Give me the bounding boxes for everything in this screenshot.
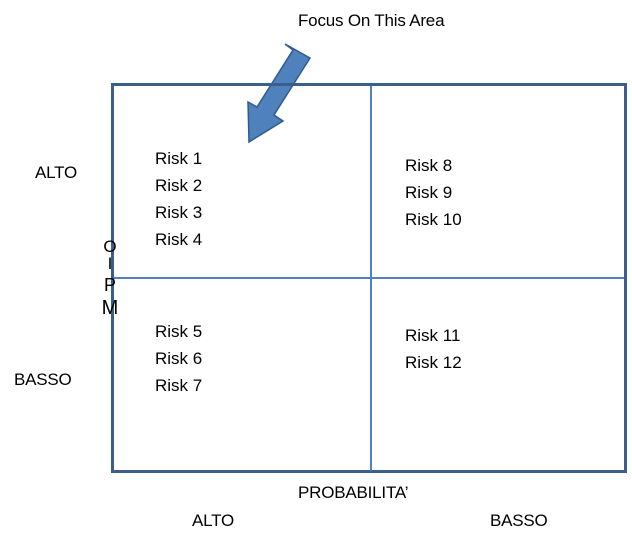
risk-item: Risk 4 (155, 230, 203, 249)
risk-item: Risk 9 (405, 183, 453, 202)
risk-item: Risk 7 (155, 376, 203, 395)
impact-letter: M (101, 297, 119, 319)
risk-item: Risk 8 (405, 156, 453, 175)
focus-label: Focus On This Area (298, 11, 445, 30)
risk-item: Risk 6 (155, 349, 203, 368)
risk-item: Risk 1 (155, 149, 203, 168)
risk-item: Risk 5 (155, 322, 203, 341)
matrix-horizontal-divider (114, 277, 624, 279)
quadrant-low-impact-low-probability: Risk 11 Risk 12 (405, 322, 462, 376)
probability-low-label: BASSO (490, 511, 548, 530)
focus-arrow-icon (247, 43, 312, 144)
impact-letter: P (103, 275, 116, 295)
risk-item: Risk 2 (155, 176, 203, 195)
probability-axis-title: PROBABILITA’ (298, 483, 409, 502)
impact-low-label: BASSO (14, 370, 72, 389)
risk-item: Risk 12 (405, 353, 462, 372)
quadrant-high-impact-high-probability: Risk 1 Risk 2 Risk 3 Risk 4 (155, 145, 202, 253)
impact-letter: I (107, 254, 113, 273)
risk-item: Risk 3 (155, 203, 203, 222)
risk-item: Risk 11 (405, 326, 461, 345)
impact-letter: O (103, 237, 117, 256)
impact-high-label: ALTO (35, 163, 78, 182)
probability-high-label: ALTO (192, 511, 235, 530)
risk-matrix-frame (111, 83, 627, 473)
quadrant-high-impact-low-probability: Risk 8 Risk 9 Risk 10 (405, 152, 462, 233)
quadrant-low-impact-high-probability: Risk 5 Risk 6 Risk 7 (155, 318, 202, 399)
risk-item: Risk 10 (405, 210, 462, 229)
